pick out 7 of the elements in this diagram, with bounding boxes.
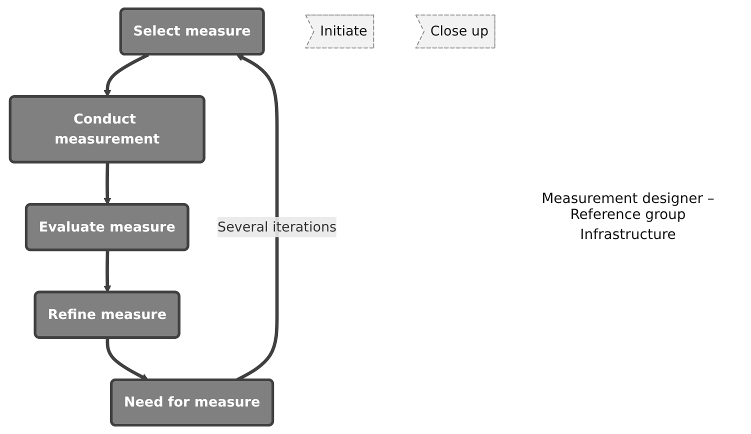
- arrow: [106, 338, 149, 380]
- center-note: Infrastructure: [579, 227, 677, 243]
- arrow: [104, 162, 112, 206]
- arrow: [104, 250, 112, 293]
- edge-label: Several iterations: [218, 218, 337, 235]
- center-note: Measurement designer – Reference group: [540, 191, 716, 223]
- arrow: [104, 53, 150, 98]
